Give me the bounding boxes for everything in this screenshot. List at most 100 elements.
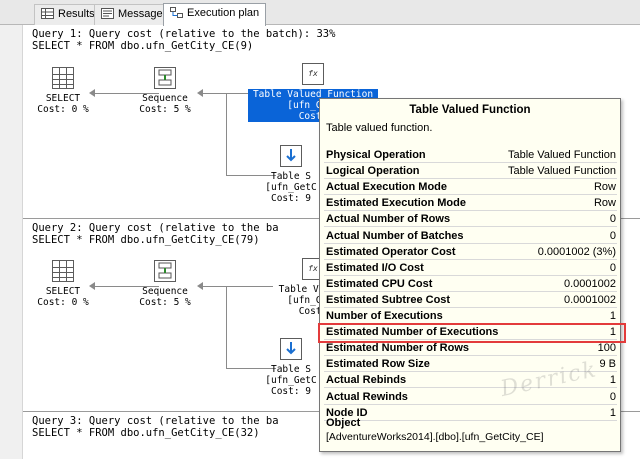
property-value: Table Valued Function [507,149,616,162]
property-value: Row [593,197,616,210]
node-cost: Cost: 0 % [37,297,89,308]
tooltip-property-row: Actual Number of Rows 0 [324,211,617,228]
property-value: 0.0001002 (3%) [537,245,616,258]
property-name: Estimated Number of Executions [326,326,499,339]
tab-results[interactable]: Results [34,4,102,25]
tab-messages-label: Messages [118,8,169,20]
node-object: [ufn_GetC [248,100,378,111]
property-name: Actual Rewinds [326,390,408,403]
tooltip-property-row: Estimated Row Size 9 B [324,356,617,373]
property-value: 0 [609,390,616,403]
property-name: Estimated I/O Cost [326,261,424,274]
tooltip-object-label: Object [326,417,361,429]
node-object: [ufn_GetC [287,295,339,306]
node-name: Table Valued Function [248,89,378,100]
query-plan-panel-1[interactable]: Query 1: Query cost (relative to the bat… [23,25,640,215]
plan-arrow [201,286,273,287]
property-value: 9 B [599,358,616,371]
tooltip-object-value: [AdventureWorks2014].[dbo].[ufn_GetCity_… [326,431,544,443]
node-cost: Cost: 5 % [139,297,191,308]
tooltip-property-row: Estimated Number of Executions 1 [324,324,617,341]
execution-plan-icon [170,7,183,18]
grid-icon [41,8,54,19]
node-cost: Cost: 9 [270,386,312,397]
property-value: 1 [609,310,616,323]
table-valued-function-icon: fx [302,63,324,85]
property-value: 1 [609,374,616,387]
operator-properties-tooltip: Table Valued Function Table valued funct… [319,98,621,452]
messages-icon [101,8,114,19]
property-name: Estimated Row Size [326,358,430,371]
sequence-operator-icon [154,67,176,89]
property-name: Logical Operation [326,165,420,178]
property-name: Actual Rebinds [326,374,407,387]
plan-arrow [226,286,227,368]
plan-node-sequence[interactable]: Sequence Cost: 5 % [135,260,195,308]
arrow-head [89,282,95,290]
property-name: Estimated Subtree Cost [326,293,451,306]
tab-execution-plan[interactable]: Execution plan [163,3,267,26]
select-operator-icon [52,260,74,282]
node-cost: Cost: [248,111,378,122]
node-name: Table S [270,171,312,182]
table-scan-icon [280,145,302,167]
query-header: Query 1: Query cost (relative to the bat… [32,28,336,52]
property-value: 100 [597,342,616,355]
tab-execution-plan-label: Execution plan [187,7,260,19]
tooltip-property-row: Logical Operation Table Valued Function [324,163,617,180]
tooltip-property-row: Number of Executions 1 [324,308,617,325]
property-value: 1 [609,326,616,339]
tooltip-property-row: Actual Rewinds 0 [324,388,617,405]
property-name: Estimated Operator Cost [326,245,456,258]
plan-node-select[interactable]: SELECT Cost: 0 % [37,67,89,115]
plan-node-sequence[interactable]: Sequence Cost: 5 % [135,67,195,115]
plan-node-table-scan[interactable]: Table S [ufn_GetC Cost: 9 [261,338,321,397]
node-name: SELECT [45,93,81,104]
property-name: Node ID [326,406,368,419]
table-scan-icon [280,338,302,360]
node-cost: Cost: [298,306,328,317]
node-name: Sequence [142,93,188,104]
tooltip-property-row: Estimated Operator Cost 0.0001002 (3%) [324,244,617,260]
plan-node-select[interactable]: SELECT Cost: 0 % [37,260,89,308]
plan-node-table-scan[interactable]: Table S [ufn_GetC Cost: 9 [261,145,321,204]
select-operator-icon [52,67,74,89]
tooltip-property-row: Actual Number of Batches 0 [324,227,617,244]
property-name: Actual Number of Rows [326,213,451,226]
plan-arrow [93,286,159,287]
property-name: Estimated Execution Mode [326,197,466,210]
node-cost: Cost: 0 % [37,104,89,115]
property-value: 0.0001002 [564,277,616,290]
tooltip-property-row: Estimated Execution Mode Row [324,195,617,212]
property-name: Number of Executions [326,310,443,323]
arrow-head [197,282,203,290]
node-cost: Cost: 9 [270,193,312,204]
tooltip-description: Table valued function. [326,122,433,134]
property-value: Table Valued Function [507,165,616,178]
tooltip-property-row: Actual Rebinds 1 [324,372,617,389]
plan-arrow [226,175,276,176]
plan-arrow [201,93,273,94]
arrow-head [197,89,203,97]
node-cost: Cost: 5 % [139,104,191,115]
highlight-box-estimated-rows [318,323,626,343]
node-object: [ufn_GetC [265,182,317,193]
property-name: Estimated Number of Rows [326,342,470,355]
sequence-operator-icon [154,260,176,282]
property-value: Row [593,181,616,194]
property-value: 0 [609,213,616,226]
tooltip-object: Object [AdventureWorks2014].[dbo].[ufn_G… [326,417,544,443]
node-name: Sequence [142,286,188,297]
query-plan-panel-2[interactable]: Query 2: Query cost (relative to the ba … [23,218,640,408]
property-value: 0 [609,229,616,242]
property-name: Actual Number of Batches [326,229,464,242]
node-object: [ufn_GetC [265,375,317,386]
results-tab-bar: Results Messages Execution plan [0,0,640,26]
plan-node-table-valued-function[interactable]: fx Table Valued Function [ufn_GetC Cost: [248,63,378,122]
